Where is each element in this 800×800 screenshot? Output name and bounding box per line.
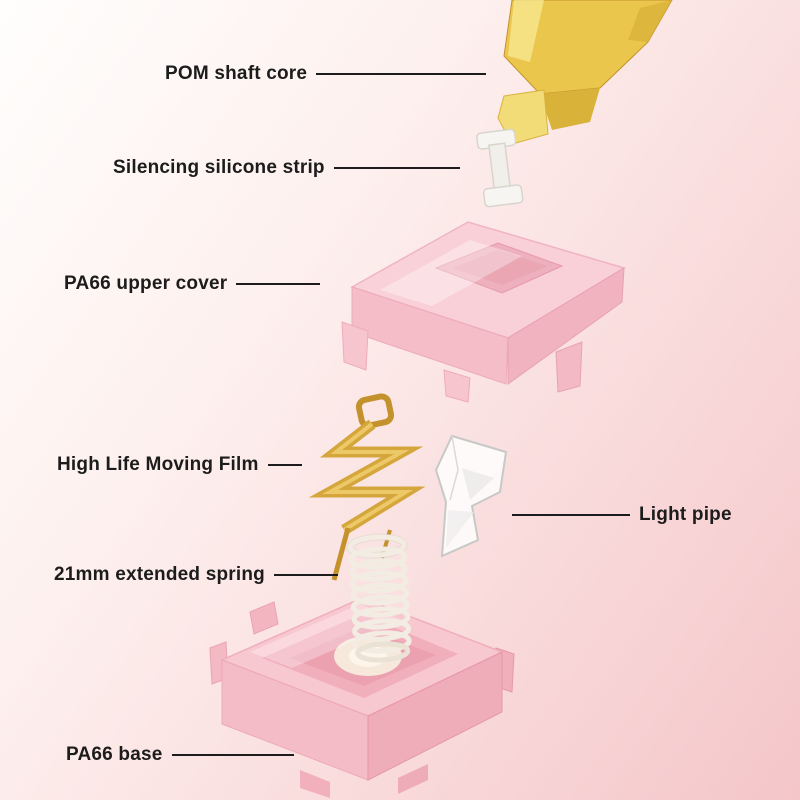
label-pom-shaft-core-text: POM shaft core bbox=[165, 63, 308, 84]
label-21mm-extended-spring-text: 21mm extended spring bbox=[54, 564, 265, 585]
label-silencing-silicone-strip-text: Silencing silicone strip bbox=[113, 157, 325, 178]
leader-line-pom-shaft-core bbox=[316, 72, 487, 76]
label-silencing-silicone-strip: Silencing silicone strip bbox=[113, 157, 460, 179]
light-pipe-part bbox=[434, 434, 508, 558]
label-high-life-moving-film-text: High Life Moving Film bbox=[57, 454, 259, 475]
label-pa66-base-text: PA66 base bbox=[66, 744, 163, 765]
leader-line-silencing-silicone-strip bbox=[333, 166, 460, 170]
label-light-pipe: Light pipe bbox=[512, 504, 732, 526]
high-life-moving-film-part bbox=[308, 393, 426, 581]
label-pa66-base: PA66 base bbox=[66, 744, 294, 766]
label-light-pipe-text: Light pipe bbox=[639, 504, 732, 525]
leader-line-pa66-upper-cover bbox=[236, 282, 321, 286]
silencing-silicone-strip-part bbox=[476, 128, 524, 208]
leader-line-pa66-base bbox=[171, 753, 294, 757]
label-21mm-extended-spring: 21mm extended spring bbox=[54, 564, 338, 586]
label-high-life-moving-film: High Life Moving Film bbox=[57, 454, 302, 476]
leader-line-high-life-moving-film bbox=[267, 463, 302, 467]
label-pa66-upper-cover-text: PA66 upper cover bbox=[64, 273, 228, 294]
pa66-upper-cover-part bbox=[341, 221, 626, 403]
leader-line-21mm-extended-spring bbox=[273, 573, 338, 577]
pa66-base-part bbox=[209, 597, 515, 798]
pom-shaft-core-part bbox=[497, 0, 673, 145]
label-pom-shaft-core: POM shaft core bbox=[165, 63, 487, 85]
leader-line-light-pipe bbox=[512, 513, 630, 517]
label-pa66-upper-cover: PA66 upper cover bbox=[64, 273, 321, 295]
extended-spring-part bbox=[346, 533, 412, 663]
